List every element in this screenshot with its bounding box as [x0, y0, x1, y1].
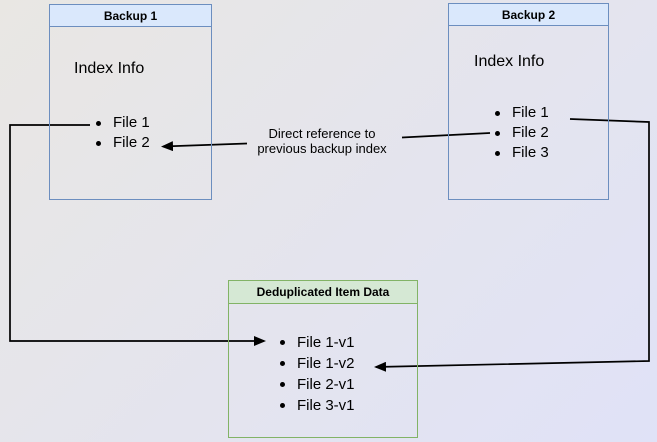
- file-item: File 3-v1: [279, 395, 355, 416]
- backup1-file-list: File 1 File 2: [95, 113, 150, 153]
- annotation-line1: Direct reference to: [268, 126, 376, 141]
- file-item: File 2: [95, 133, 150, 153]
- file-item: File 1: [95, 113, 150, 133]
- direct-reference-annotation: Direct reference to previous backup inde…: [242, 126, 402, 156]
- backup2-title: Backup 2: [449, 4, 608, 26]
- backup1-title: Backup 1: [50, 5, 211, 27]
- file-item: File 2: [494, 123, 549, 143]
- backup1-index-label: Index Info: [74, 60, 145, 77]
- deduplicated-item-data-title: Deduplicated Item Data: [229, 281, 417, 304]
- file-item: File 2-v1: [279, 374, 355, 395]
- annotation-line2: previous backup index: [257, 141, 387, 156]
- file-item: File 3: [494, 143, 549, 163]
- backup2-file-list: File 1 File 2 File 3: [494, 103, 549, 163]
- dedup-file-list: File 1-v1 File 1-v2 File 2-v1 File 3-v1: [279, 332, 355, 416]
- deduplicated-item-data-box: Deduplicated Item Data File 1-v1 File 1-…: [228, 280, 418, 438]
- backup2-box: Backup 2 Index Info File 1 File 2 File 3: [448, 3, 609, 200]
- backup2-index-label: Index Info: [474, 53, 545, 70]
- backup1-box: Backup 1 Index Info File 1 File 2: [49, 4, 212, 200]
- file-item: File 1-v2: [279, 353, 355, 374]
- file-item: File 1-v1: [279, 332, 355, 353]
- file-item: File 1: [494, 103, 549, 123]
